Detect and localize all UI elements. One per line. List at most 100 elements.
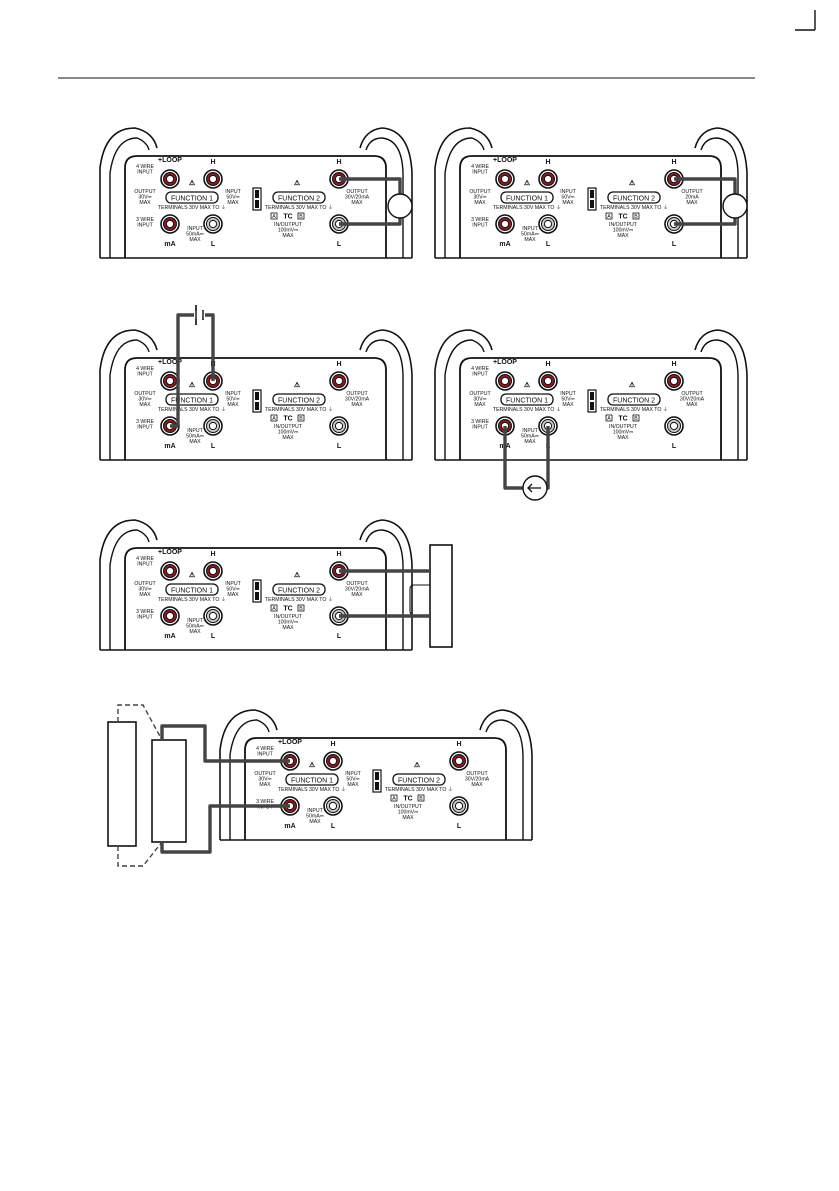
warning-icon-1: ⚠ [309, 761, 316, 769]
label-input-bottom: 50mA⎓ [306, 814, 324, 820]
housing-right-outer [359, 329, 413, 460]
jack-h2 [449, 751, 469, 771]
toggle-switch [587, 389, 597, 413]
jack-l1 [538, 214, 558, 234]
warning-icon-1: ⚠ [189, 381, 196, 389]
jack-h1 [203, 169, 223, 189]
housing-right-inner [365, 529, 404, 650]
label-function1: FUNCTION 1 [506, 398, 548, 405]
label-output-f2: MAX [351, 200, 363, 206]
load-circle-1 [387, 193, 413, 219]
label-input-bottom: MAX [524, 439, 536, 445]
label-h1: H [545, 159, 550, 166]
label-input-right: INPUT [345, 771, 361, 777]
label-3wire: 3 WIRE [136, 419, 154, 425]
housing-left-inner [109, 137, 150, 258]
label-tc: TC [403, 796, 412, 803]
label-h2: H [336, 159, 341, 166]
load-circle-2 [722, 193, 748, 219]
label-inoutput: IN/OUTPUT [274, 222, 303, 228]
label-output-f2: 30V/20mA [345, 195, 370, 201]
jack-loop [160, 561, 180, 581]
label-output-left: MAX [139, 592, 151, 598]
label-inoutput: 100mV⎓ [278, 620, 299, 626]
label-output-f2: OUTPUT [346, 391, 368, 397]
label-inoutput: IN/OUTPUT [274, 614, 303, 620]
label-tc: TC [283, 606, 292, 613]
label-loop: +LOOP [158, 549, 182, 556]
tc-b-box [297, 414, 305, 422]
arrow-icon [527, 483, 541, 493]
function1-box [500, 191, 554, 204]
label-input-bottom: MAX [524, 237, 536, 243]
label-terminals-1: TERMINALS 30V MAX TO ⏚ [158, 406, 226, 413]
tc-b-box [417, 794, 425, 802]
function1-box [285, 773, 339, 786]
label-function1: FUNCTION 1 [171, 588, 213, 595]
label-output-f2: OUTPUT [466, 771, 488, 777]
label-tc-a: A [272, 214, 276, 220]
label-tc-b: B [299, 214, 303, 220]
label-input-right: INPUT [225, 189, 241, 195]
housing-left-inner [444, 339, 485, 460]
label-input-right: INPUT [560, 391, 576, 397]
label-output-left: MAX [139, 402, 151, 408]
dashed-link-top [117, 704, 163, 741]
label-input-right: 50V⎓ [561, 397, 574, 403]
label-4wire: 4 WIRE [471, 366, 489, 372]
tc-a-box [605, 414, 613, 422]
label-l2: L [672, 241, 677, 248]
warning-icon-2: ⚠ [414, 761, 421, 769]
label-3wire: 3 WIRE [471, 217, 489, 223]
label-tc: TC [618, 416, 627, 423]
label-inoutput: IN/OUTPUT [609, 424, 638, 430]
function2-box [272, 393, 326, 406]
label-output-left: 30V⎓ [138, 397, 151, 403]
label-function2: FUNCTION 2 [398, 778, 440, 785]
label-loop: +LOOP [278, 739, 302, 746]
label-input-right: MAX [227, 402, 239, 408]
label-terminals-2: TERMINALS 30V MAX TO ⏚ [600, 204, 668, 211]
label-inoutput: MAX [617, 435, 629, 441]
label-ma: mA [164, 633, 175, 640]
label-3wire: 3 WIRE [136, 609, 154, 615]
label-terminals-1: TERMINALS 30V MAX TO ⏚ [493, 406, 561, 413]
jack-l1 [323, 796, 343, 816]
housing-left-outer [99, 127, 158, 258]
label-output-f2: 30V/20mA [680, 397, 705, 403]
label-h2: H [456, 741, 461, 748]
label-4wire: INPUT [472, 170, 488, 176]
jack-h2 [664, 371, 684, 391]
label-terminals-1: TERMINALS 30V MAX TO ⏚ [158, 596, 226, 603]
toggle-switch [252, 187, 262, 211]
jack-h1 [538, 169, 558, 189]
label-h2: H [671, 159, 676, 166]
wire-ma [160, 804, 290, 854]
label-3wire: 3 WIRE [471, 419, 489, 425]
warning-icon-2: ⚠ [294, 381, 301, 389]
label-input-right: MAX [347, 782, 359, 788]
label-inoutput: 100mV⎓ [398, 810, 419, 816]
label-tc-a: A [272, 606, 276, 612]
housing-right-inner [700, 137, 739, 258]
label-4wire: INPUT [472, 372, 488, 378]
label-tc-a: A [272, 416, 276, 422]
label-ma: mA [164, 241, 175, 248]
label-output-f2: 30V/20mA [345, 587, 370, 593]
label-input-bottom: INPUT [187, 618, 203, 624]
housing-left-inner [444, 137, 485, 258]
tc-a-box [270, 212, 278, 220]
label-tc-b: B [299, 416, 303, 422]
housing-right-outer [694, 127, 748, 258]
tc-a-box [270, 414, 278, 422]
label-l2: L [337, 241, 342, 248]
label-function2: FUNCTION 2 [613, 196, 655, 203]
label-ma: mA [164, 443, 175, 450]
battery-gap [194, 311, 205, 319]
label-tc: TC [283, 416, 292, 423]
jack-l1 [203, 606, 223, 626]
